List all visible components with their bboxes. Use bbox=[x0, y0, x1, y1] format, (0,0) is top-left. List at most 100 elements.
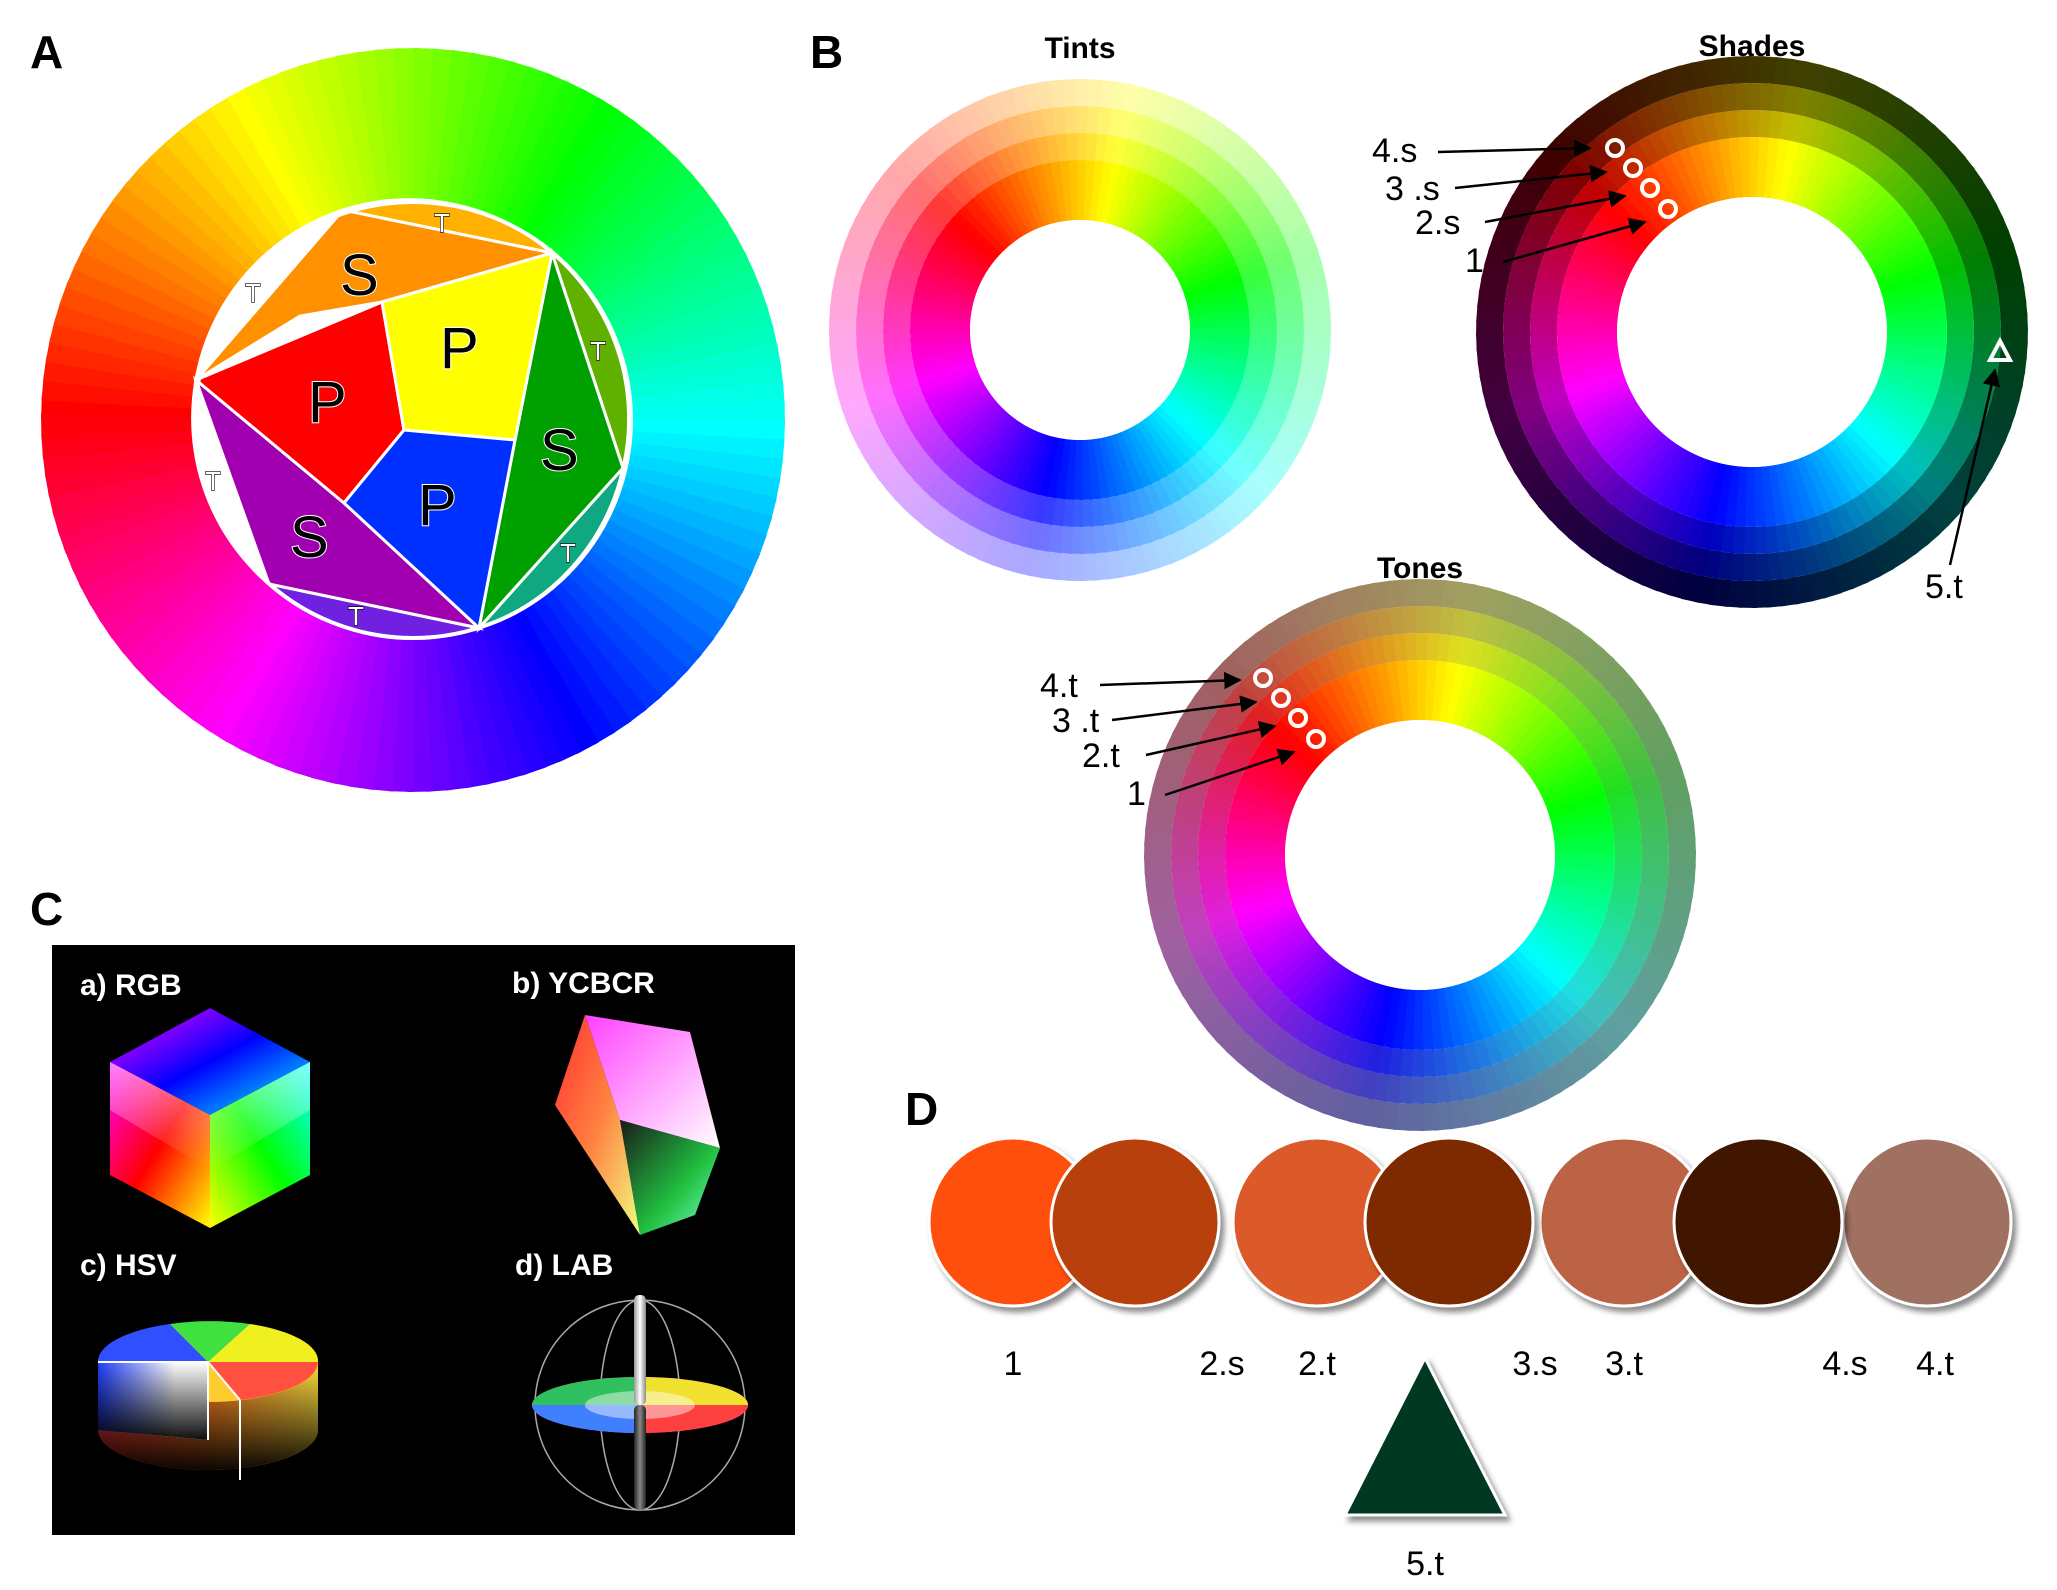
tint-band-0-segment bbox=[1133, 181, 1173, 238]
tone-band-2-segment bbox=[1577, 1000, 1608, 1031]
tint-band-3-segment bbox=[860, 193, 892, 222]
tint-band-3-segment bbox=[1062, 79, 1080, 107]
tint-band-2-segment bbox=[1233, 443, 1264, 471]
tone-band-1-segment bbox=[1578, 958, 1609, 986]
shade-band-0-segment bbox=[1594, 411, 1649, 458]
lab-label: d) LAB bbox=[515, 1249, 613, 1282]
tint-band-0-segment bbox=[946, 216, 999, 263]
tint-band-0-segment bbox=[1157, 402, 1209, 450]
shade-band-0-segment bbox=[1559, 353, 1621, 376]
tint-band-2-segment bbox=[1178, 493, 1206, 524]
panel-label-c: C bbox=[30, 883, 63, 935]
shade-band-3-segment bbox=[1590, 533, 1621, 567]
shade-band-3-segment bbox=[1543, 137, 1576, 169]
shade-band-1-segment bbox=[1683, 517, 1705, 548]
tone-band-2-segment bbox=[1541, 1032, 1570, 1064]
tint-band-3-segment bbox=[950, 106, 978, 138]
tint-band-3-segment bbox=[922, 504, 952, 536]
tint-band-2-segment bbox=[996, 117, 1019, 148]
tint-band-2-segment bbox=[1253, 224, 1285, 250]
tone-band-0-segment bbox=[1531, 746, 1589, 788]
shade-band-2-segment bbox=[1564, 156, 1595, 187]
tint-band-2-segment bbox=[1209, 160, 1239, 191]
shade-band-2-segment bbox=[1873, 509, 1902, 541]
tone-band-1-segment bbox=[1319, 1028, 1344, 1060]
swatch-label-4t: 4.t bbox=[1916, 1345, 1954, 1383]
shade-band-2-segment bbox=[1924, 459, 1956, 489]
shade-band-1-segment bbox=[1577, 183, 1607, 212]
tint-band-0-segment bbox=[911, 341, 972, 360]
tone-band-1-segment bbox=[1614, 839, 1642, 855]
tint-band-0-segment bbox=[970, 192, 1016, 246]
tone-band-0-segment bbox=[1244, 757, 1303, 796]
shade-band-3-segment bbox=[1609, 86, 1639, 119]
shades-annotation-2s: 2.s bbox=[1415, 204, 1460, 242]
tint-band-0-segment bbox=[910, 330, 971, 342]
shade-band-1-segment bbox=[1579, 455, 1610, 484]
tone-band-3-segment bbox=[1586, 1028, 1619, 1060]
shade-band-3-segment bbox=[1934, 143, 1967, 175]
secondary-label-violet: S bbox=[290, 505, 329, 570]
shade-band-0-segment bbox=[1557, 332, 1618, 346]
tint-band-0-segment bbox=[1174, 242, 1232, 280]
shades-annotations: 4.s 3 .s 2.s 1 5.t bbox=[1372, 132, 2000, 606]
shade-band-1-segment bbox=[1837, 132, 1863, 163]
tone-band-0-segment bbox=[1314, 968, 1355, 1026]
shade-band-1-segment bbox=[1572, 446, 1603, 475]
tone-band-0-segment bbox=[1302, 691, 1347, 748]
tone-band-3-segment bbox=[1492, 591, 1519, 623]
tint-band-3-segment bbox=[1212, 501, 1242, 533]
tint-band-0-segment bbox=[1185, 283, 1247, 307]
tint-band-1-segment bbox=[1066, 133, 1080, 161]
shade-band-1-segment bbox=[1552, 221, 1583, 247]
shades-markers bbox=[1605, 138, 2014, 362]
shade-band-3-segment bbox=[1578, 525, 1610, 559]
tint-band-0-segment bbox=[984, 182, 1025, 239]
tint-band-2-segment bbox=[890, 198, 921, 226]
tint-band-2-segment bbox=[968, 500, 994, 532]
tint-band-3-segment bbox=[1284, 406, 1316, 432]
tone-band-3-segment bbox=[1321, 1087, 1348, 1119]
shade-band-1-segment bbox=[1879, 164, 1909, 194]
swatch-3s bbox=[1363, 1136, 1535, 1308]
tone-band-1-segment bbox=[1289, 1013, 1317, 1044]
tone-band-3-segment bbox=[1593, 656, 1625, 689]
tone-band-0-segment bbox=[1297, 960, 1343, 1015]
tone-band-2-segment bbox=[1506, 625, 1533, 657]
tone-band-0-segment bbox=[1513, 714, 1565, 765]
tone-band-2-segment bbox=[1181, 766, 1213, 791]
tint-band-2-segment bbox=[1011, 517, 1033, 548]
tint-band-2-segment bbox=[948, 489, 976, 520]
tint-band-2-segment bbox=[1260, 397, 1291, 421]
panel-label-a: A bbox=[30, 26, 63, 78]
tint-band-0-segment bbox=[987, 422, 1027, 479]
tone-band-1-segment bbox=[1420, 1049, 1436, 1077]
tint-band-2-segment bbox=[886, 428, 917, 456]
tone-band-0-segment bbox=[1331, 975, 1368, 1035]
shade-band-1-segment bbox=[1536, 263, 1567, 285]
shade-band-2-segment bbox=[1922, 171, 1954, 202]
shade-band-3-segment bbox=[1476, 332, 1504, 352]
shade-band-3-segment bbox=[1861, 83, 1890, 117]
shade-band-1-segment bbox=[1822, 508, 1846, 540]
shade-band-1-segment bbox=[1858, 487, 1886, 518]
tone-band-0-segment bbox=[1275, 945, 1327, 996]
shade-band-3-segment bbox=[1752, 580, 1772, 608]
tint-band-1-segment bbox=[1009, 488, 1031, 519]
shade-marker-4 bbox=[1605, 138, 1625, 158]
shade-band-0-segment bbox=[1847, 420, 1900, 470]
shade-band-0-segment bbox=[1614, 427, 1664, 480]
shade-band-1-segment bbox=[1658, 124, 1682, 156]
shade-band-1-segment bbox=[1587, 462, 1617, 492]
shade-band-0-segment bbox=[1825, 439, 1870, 496]
shade-band-2-segment bbox=[1831, 533, 1858, 565]
tint-band-1-segment bbox=[1141, 484, 1164, 514]
tone-band-3-segment bbox=[1573, 637, 1605, 670]
shade-band-1-segment bbox=[1875, 474, 1904, 505]
shade-band-1-segment bbox=[1937, 379, 1968, 401]
tint-band-2-segment bbox=[945, 142, 973, 173]
tint-band-0-segment bbox=[1050, 161, 1069, 222]
shade-band-0-segment bbox=[1682, 458, 1713, 519]
tone-band-0-segment bbox=[1475, 974, 1512, 1033]
tone-band-1-segment bbox=[1286, 669, 1314, 700]
